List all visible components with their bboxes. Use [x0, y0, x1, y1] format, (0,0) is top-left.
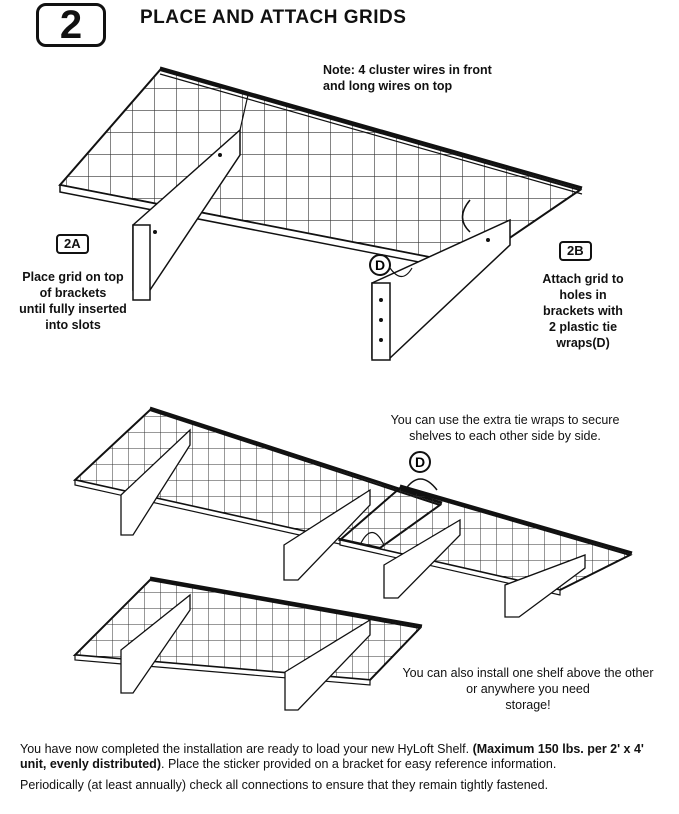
page-title: PLACE AND ATTACH GRIDS	[140, 7, 407, 28]
shelf-illustrations: D D	[58, 66, 633, 711]
step-2b-line: 2 plastic tie	[548, 320, 618, 334]
middle-brackets	[120, 428, 586, 618]
step-2a-caption: Place grid on top of brackets until full…	[0, 269, 146, 333]
step-2a-label: 2A	[56, 234, 89, 254]
step-2a-line: until fully inserted	[19, 302, 127, 316]
stacked-shelf	[72, 576, 423, 711]
top-right-bracket	[371, 199, 511, 361]
callout-letter-top: D	[375, 257, 385, 273]
note-line-2: and long wires on top	[323, 79, 453, 93]
side-note-1-line-1: You can use the extra tie wraps to secur…	[390, 413, 620, 427]
side-note-1-line-2: shelves to each other side by side.	[409, 429, 601, 443]
cluster-wire-note: Note: 4 cluster wires in front and long …	[323, 62, 492, 94]
step-2b-line: holes in	[559, 288, 607, 302]
side-note-2-line-2: or anywhere you need	[466, 682, 590, 696]
callout-letter-middle: D	[415, 454, 425, 470]
top-shelf-grid	[58, 66, 583, 273]
step-2b-line: wraps(D)	[556, 336, 610, 350]
step-2b-caption: Attach grid to holes in brackets with 2 …	[523, 271, 643, 351]
step-2a-line: of brackets	[39, 286, 107, 300]
footer-paragraph-2: Periodically (at least annually) check a…	[20, 778, 549, 792]
tie-wrap-callout-top: D	[369, 254, 413, 278]
step-2b-line: Attach grid to	[542, 272, 624, 286]
tie-wrap-callout-middle: D	[359, 451, 438, 546]
side-note-2-line-3: storage!	[505, 698, 551, 712]
stacking-note: You can also install one shelf above the…	[378, 665, 678, 713]
note-line-1: Note: 4 cluster wires in front	[323, 63, 492, 77]
top-left-bracket	[132, 94, 249, 301]
step-2a-line: into slots	[45, 318, 101, 332]
footer-text-b: . Place the sticker provided on a bracke…	[161, 757, 557, 771]
completion-footer: You have now completed the installation …	[20, 742, 670, 799]
footer-max-load: (Maximum 150 lbs. per 2' x 4' unit, even…	[20, 742, 644, 771]
side-by-side-note: You can use the extra tie wraps to secur…	[360, 412, 650, 444]
side-note-2-line-1: You can also install one shelf above the…	[402, 666, 654, 680]
footer-paragraph-1: You have now completed the installation …	[20, 742, 670, 772]
step-number-badge: 2	[36, 3, 106, 47]
step-2a-line: Place grid on top	[22, 270, 124, 284]
footer-text-a: You have now completed the installation …	[20, 742, 473, 756]
step-2b-label: 2B	[559, 241, 592, 261]
step-2b-line: brackets with	[543, 304, 623, 318]
